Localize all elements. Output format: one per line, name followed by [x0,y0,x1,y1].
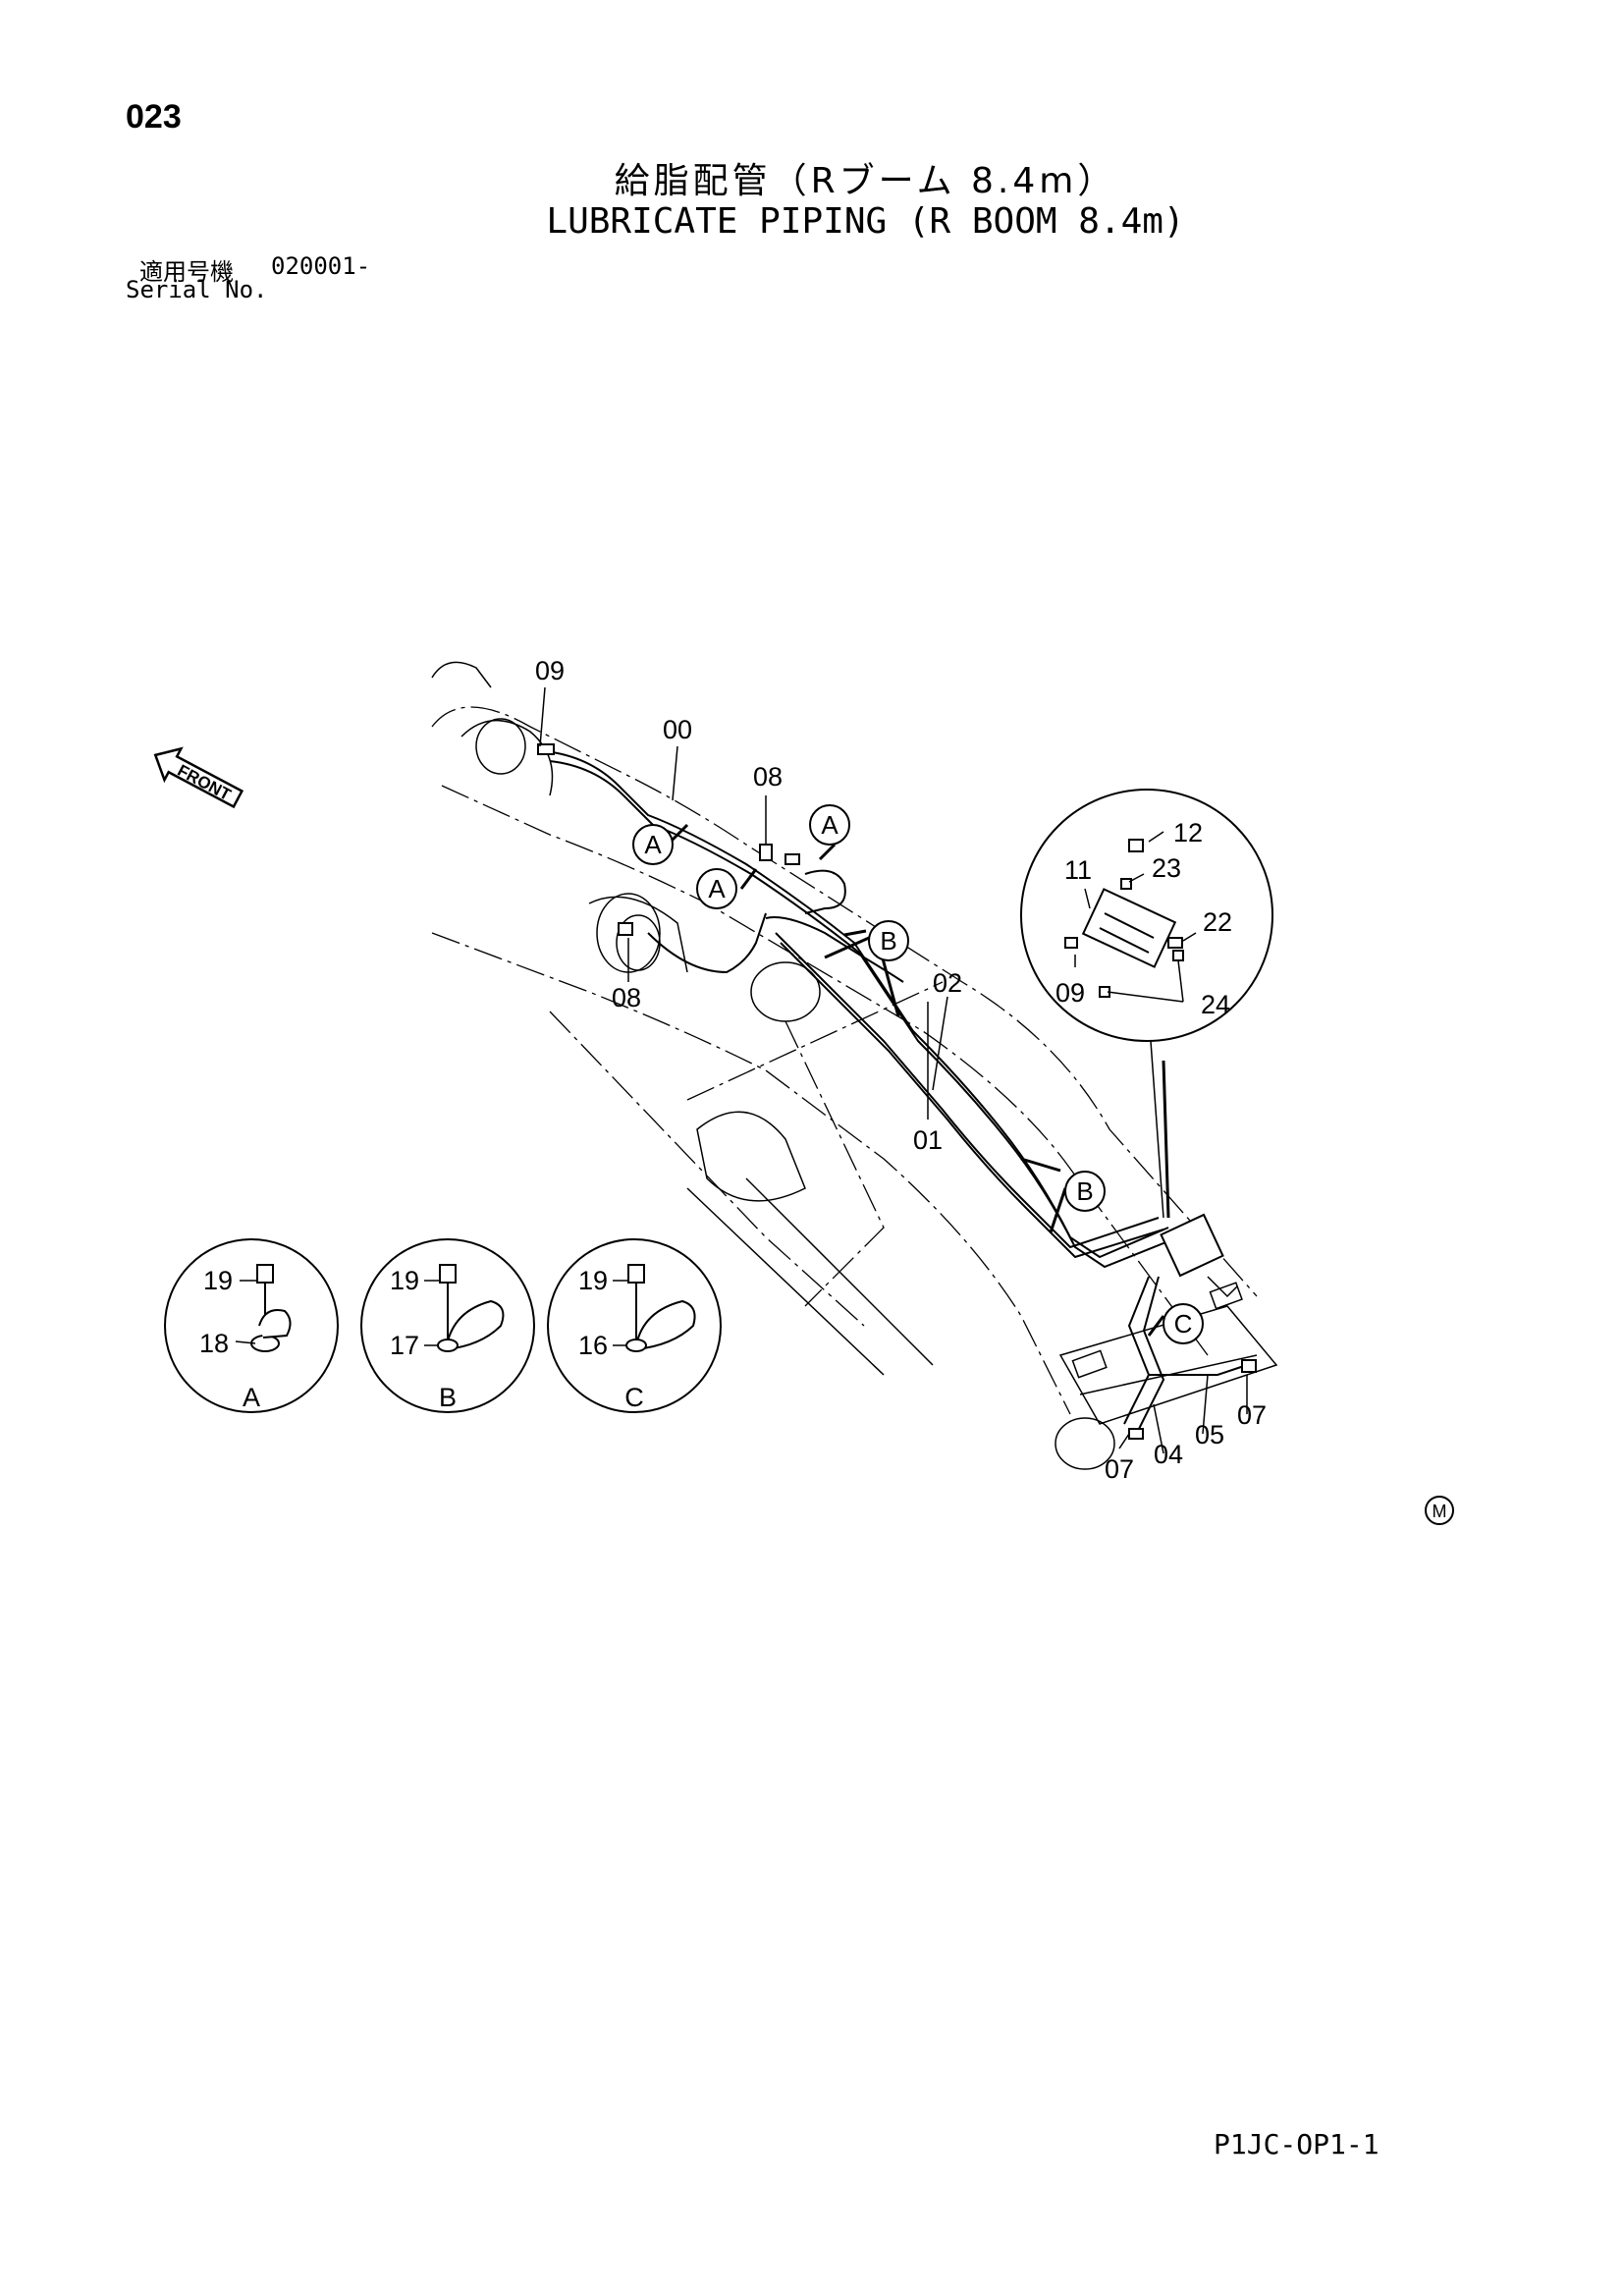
page-number: 023 [126,98,182,136]
boom-solid-parts [431,661,1278,1470]
part-label-09-top: 09 [535,656,565,685]
grease-fittings [537,743,1257,1440]
distributor-detail-view: 11 12 23 22 09 24 [1020,789,1273,1042]
part-label-11: 11 [1064,855,1092,885]
front-label: FRONT [175,761,235,805]
detail-a-view-label: A [243,1383,260,1412]
footer-page-code: P1JC-OP1-1 [1214,2128,1380,2160]
detail-view-b: 19 17 B [360,1238,535,1413]
serial-number-value: 020001- [271,252,371,280]
part-label-08-top: 08 [753,762,783,792]
svg-text:M: M [1433,1502,1447,1521]
serial-label-japanese: 適用号機 [139,258,234,286]
part-label-22: 22 [1203,907,1232,937]
detail-view-a: 19 18 A [164,1238,339,1413]
svg-text:A: A [708,874,726,903]
detail-c-view-label: C [624,1383,644,1412]
detail-b-clamp-label: 17 [390,1331,419,1360]
svg-text:B: B [880,926,896,956]
callout-a1: A [632,824,674,865]
detail-view-c: 19 16 C [547,1238,722,1413]
page-title-english: LUBRICATE PIPING (R BOOM 8.4m) [546,201,1185,242]
detail-a-clamp-label: 18 [199,1329,229,1358]
part-label-02: 02 [933,968,962,998]
part-label-07-right: 07 [1237,1400,1267,1430]
callout-a3: A [809,804,850,846]
part-label-07-left: 07 [1105,1454,1134,1484]
callout-b2: B [1064,1171,1106,1212]
callout-c1: C [1163,1303,1204,1344]
m-mark-icon: M [1425,1496,1454,1525]
boom-outline [431,706,1258,1415]
part-label-00: 00 [663,715,692,744]
part-label-12: 12 [1173,818,1203,847]
detail-c-bolt-label: 19 [578,1266,608,1295]
part-label-04: 04 [1154,1440,1183,1469]
callout-b1: B [868,920,909,961]
grease-pipes [544,750,1248,1430]
svg-text:A: A [821,810,839,840]
svg-text:B: B [1076,1176,1093,1206]
page-title-japanese: 給脂配管（Rブーム 8.4m） [614,161,1117,201]
detail-c-clamp-label: 16 [578,1331,608,1360]
part-label-09-detail: 09 [1055,978,1085,1008]
detail-a-bolt-label: 19 [203,1266,233,1295]
part-label-23: 23 [1152,853,1181,883]
part-label-08-lower: 08 [612,983,641,1012]
svg-text:C: C [1174,1309,1193,1339]
serial-label-english: Serial No. [126,276,268,303]
part-label-05: 05 [1195,1420,1224,1449]
part-label-24: 24 [1201,990,1230,1019]
front-arrow-icon: FRONT [153,746,244,809]
detail-b-view-label: B [439,1383,457,1412]
callout-a2: A [696,868,737,909]
part-label-01: 01 [913,1125,943,1155]
svg-text:A: A [644,830,662,859]
detail-b-bolt-label: 19 [390,1266,419,1295]
